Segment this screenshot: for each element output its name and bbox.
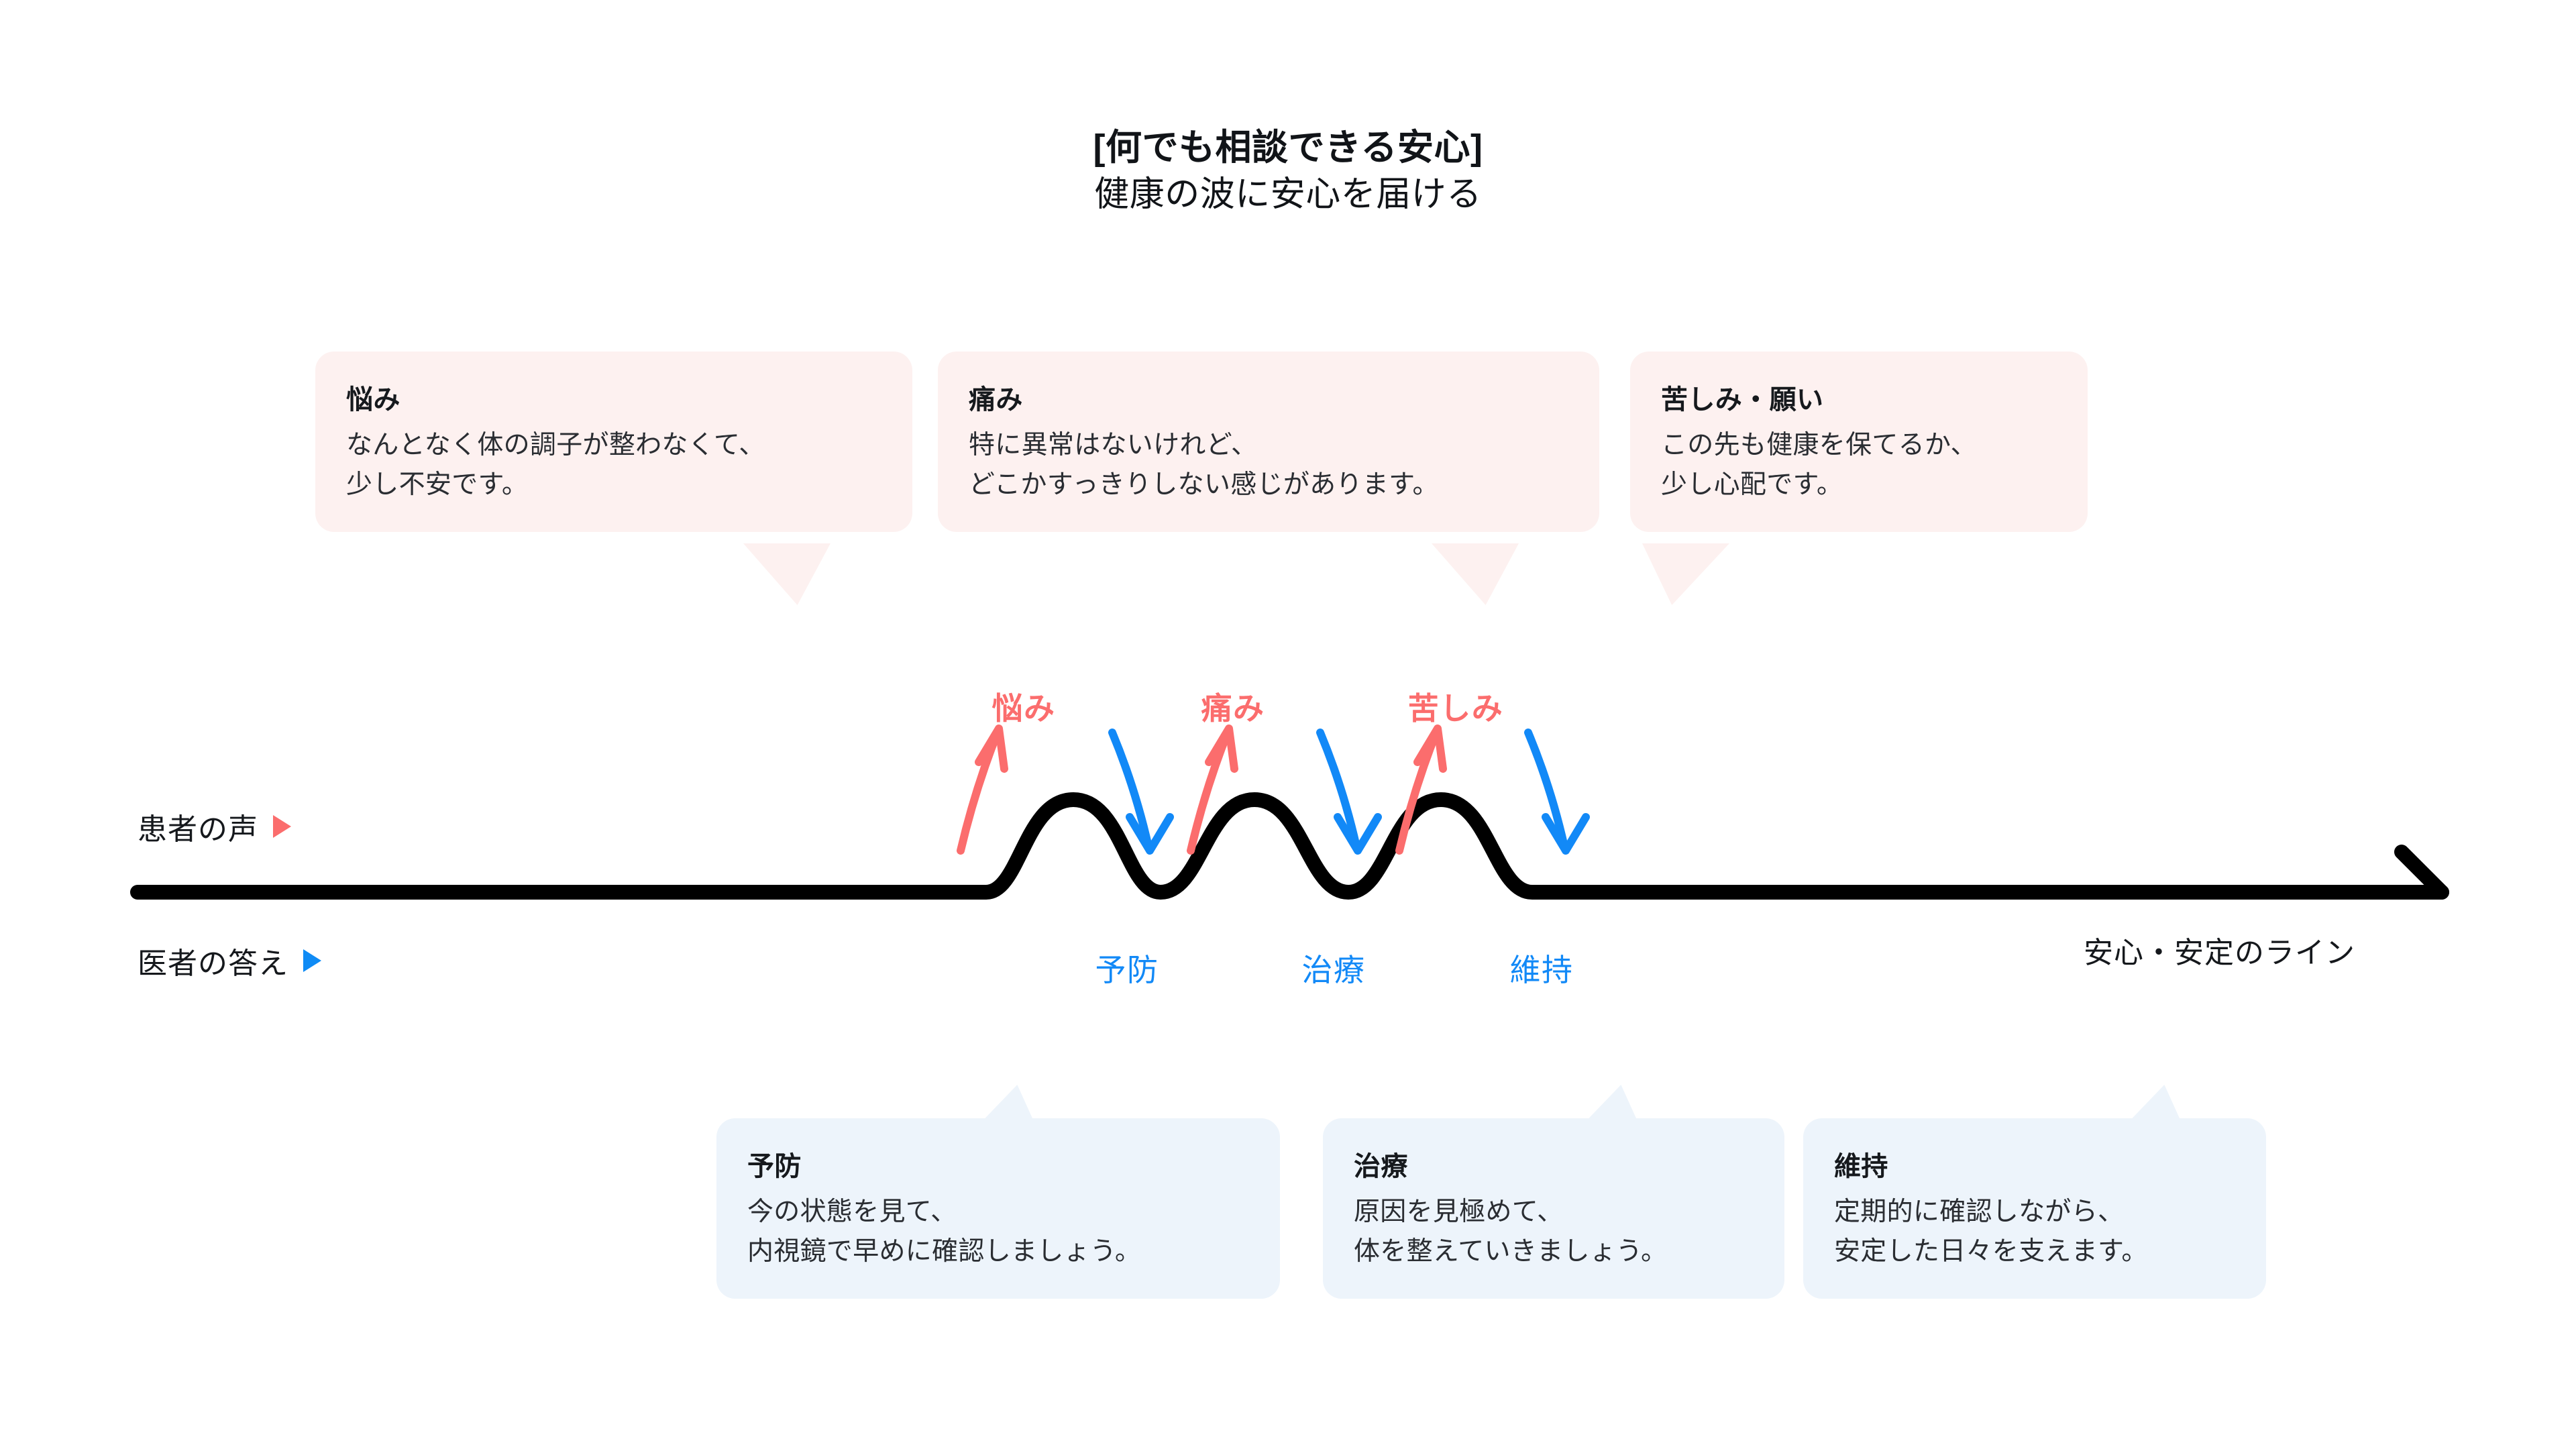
bubble-line: なんとなく体の調子が整わなくて、 [346,431,765,460]
bubble-line: 特に異常はないけれど、 [969,431,1258,460]
bubble-line: どこかすっきりしない感じがあります。 [969,470,1439,500]
rise-arrow-1-head [975,724,1008,773]
wave-path [130,792,2449,900]
baseline-arrowhead [2394,845,2449,900]
patient-bubble-2[interactable]: 痛み 特に異常はないけれど、 どこかすっきりしない感じがあります。 [938,352,1599,532]
legend-patient-label: 患者の声 [138,813,258,846]
bubble-line: 体を整えていきましょう。 [1354,1237,1668,1267]
fall-arrow-1 [1108,729,1152,851]
trough-label-2: 治療 [1301,953,1366,987]
doctor-bubble-3[interactable]: 維持 定期的に確認しながら、 安定した日々を支えます。 [1803,1118,2266,1299]
fall-arrow-3-head [1542,813,1590,855]
rise-arrow-2-head [1205,724,1238,773]
doctor-bubble-2[interactable]: 治療 原因を見極めて、 体を整えていきましょう。 [1323,1118,1784,1299]
fall-arrow-1-head [1126,813,1174,855]
bubble-title: 痛み [969,385,1023,415]
bubble-line: 今の状態を見て、 [747,1197,957,1226]
bubble-title: 悩み [346,385,400,415]
legend-doctor-label: 医者の答え [138,947,288,980]
bubble-line: 定期的に確認しながら、 [1834,1197,2125,1226]
bubble-line: 安定した日々を支えます。 [1834,1237,2148,1267]
bubble-title: 維持 [1834,1152,1888,1181]
patient-bubble-1-tail [743,543,830,605]
title-line-1: [何でも相談できる安心] [1093,127,1483,168]
trough-label-1: 予防 [1095,953,1159,987]
fall-arrow-group [1108,729,1590,855]
doctor-bubble-1[interactable]: 予防 今の状態を見て、 内視鏡で早めに確認しましょう。 [716,1118,1280,1299]
trough-label-3: 維持 [1509,953,1574,987]
patient-bubble-2-tail [1432,543,1519,605]
rise-arrow-2 [1187,729,1232,855]
rise-arrow-1 [957,729,1002,855]
rise-arrow-group [957,724,1447,855]
page-title: [何でも相談できる安心] 健康の波に安心を届ける [0,124,2576,219]
patient-bubble-1[interactable]: 悩み なんとなく体の調子が整わなくて、 少し不安です。 [315,352,912,532]
rise-arrow-3 [1395,729,1440,855]
bubble-line: この先も健康を保てるか、 [1661,431,1977,460]
peak-label-1: 悩み [991,691,1056,726]
patient-bubble-3-tail [1642,543,1729,605]
bubble-title: 予防 [747,1152,802,1181]
bubble-line: 少し不安です。 [346,470,529,500]
fall-arrow-2 [1316,729,1360,851]
rise-arrow-3-head [1413,724,1447,773]
triangle-right-icon [273,815,291,838]
title-line-2: 健康の波に安心を届ける [1094,175,1482,215]
baseline-caption: 安心・安定のライン [2084,936,2355,969]
bubble-line: 原因を見極めて、 [1354,1197,1564,1226]
legend-doctor: 医者の答え [138,939,321,982]
peak-label-2: 痛み [1201,691,1265,726]
triangle-right-icon [303,949,321,972]
fall-arrow-2-head [1334,813,1382,855]
bubble-title: 苦しみ・願い [1661,385,1824,415]
bubble-line: 内視鏡で早めに確認しましょう。 [747,1237,1142,1267]
patient-bubble-3[interactable]: 苦しみ・願い この先も健康を保てるか、 少し心配です。 [1630,352,2088,532]
bubble-title: 治療 [1354,1152,1408,1181]
legend-patient: 患者の声 [138,805,291,848]
fall-arrow-3 [1524,729,1568,851]
peak-label-3: 苦しみ [1407,691,1504,726]
bubble-line: 少し心配です。 [1661,470,1843,500]
